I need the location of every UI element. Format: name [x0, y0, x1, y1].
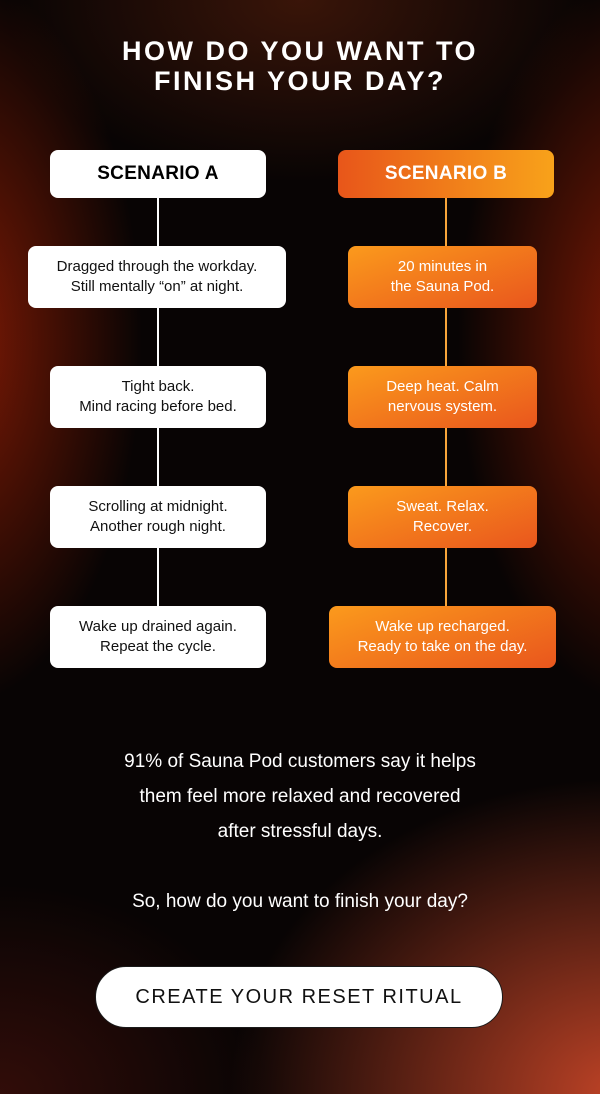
stat-line-2: them feel more relaxed and recovered [139, 786, 461, 807]
scenario-b-step-3: Sweat. Relax. Recover. [348, 486, 537, 548]
scenario-a-step-4-text: Wake up drained again. Repeat the cycle. [79, 618, 237, 655]
headline: HOW DO YOU WANT TO FINISH YOUR DAY? [0, 36, 600, 96]
closing-question: So, how do you want to finish your day? [132, 891, 468, 912]
scenario-a-step-2-text: Tight back. Mind racing before bed. [79, 378, 237, 415]
scenario-a-step-4: Wake up drained again. Repeat the cycle. [50, 606, 266, 668]
stat-line-3: after stressful days. [217, 821, 383, 842]
scenario-a-step-2: Tight back. Mind racing before bed. [50, 366, 266, 428]
headline-line-1: HOW DO YOU WANT TO [121, 36, 478, 66]
scenario-a-step-1: Dragged through the workday. Still menta… [28, 246, 286, 308]
headline-line-2: FINISH YOUR DAY? [153, 66, 447, 96]
stat-line-1: 91% of Sauna Pod customers say it helps [124, 751, 476, 772]
scenario-b-step-1: 20 minutes in the Sauna Pod. [348, 246, 537, 308]
create-reset-ritual-button[interactable]: CREATE YOUR RESET RITUAL [95, 966, 503, 1028]
scenario-b-step-1-text: 20 minutes in the Sauna Pod. [390, 258, 495, 295]
scenario-b-header: SCENARIO B [338, 150, 554, 198]
scenario-a-step-1-text: Dragged through the workday. Still menta… [56, 258, 258, 295]
scenario-b-step-4-text: Wake up recharged. Ready to take on the … [357, 618, 528, 655]
scenario-b-step-4: Wake up recharged. Ready to take on the … [329, 606, 556, 668]
scenario-b-step-3-text: Sweat. Relax. Recover. [396, 498, 489, 535]
scenario-a-step-3-text: Scrolling at midnight. Another rough nig… [88, 498, 228, 535]
stat-paragraph: 91% of Sauna Pod customers say it helps … [90, 744, 510, 849]
scenario-b-step-2: Deep heat. Calm nervous system. [348, 366, 537, 428]
scenario-a-step-3: Scrolling at midnight. Another rough nig… [50, 486, 266, 548]
scenario-b-step-2-text: Deep heat. Calm nervous system. [386, 378, 499, 415]
scenario-a-header: SCENARIO A [50, 150, 266, 198]
